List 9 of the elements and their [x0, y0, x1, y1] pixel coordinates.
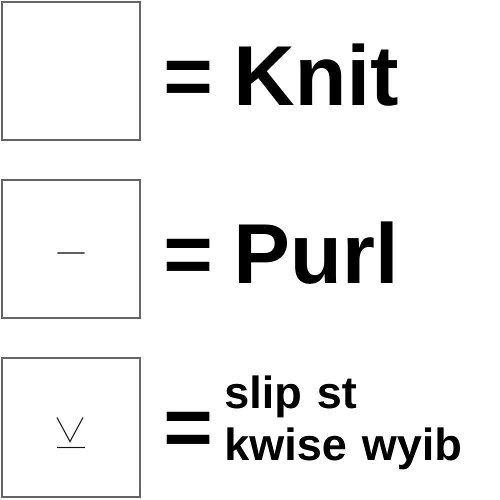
purl-symbol	[1, 179, 141, 319]
slip-stitch-symbol	[1, 357, 141, 498]
equals-sign: =	[166, 238, 210, 271]
stitch-name: Purl	[238, 221, 392, 284]
knit-symbol	[1, 1, 141, 141]
stitch-name: Knit	[238, 43, 398, 106]
stitch-name: slip st kwise wyib	[226, 375, 460, 470]
equals-sign: =	[166, 412, 210, 444]
equals-sign: =	[166, 60, 210, 93]
